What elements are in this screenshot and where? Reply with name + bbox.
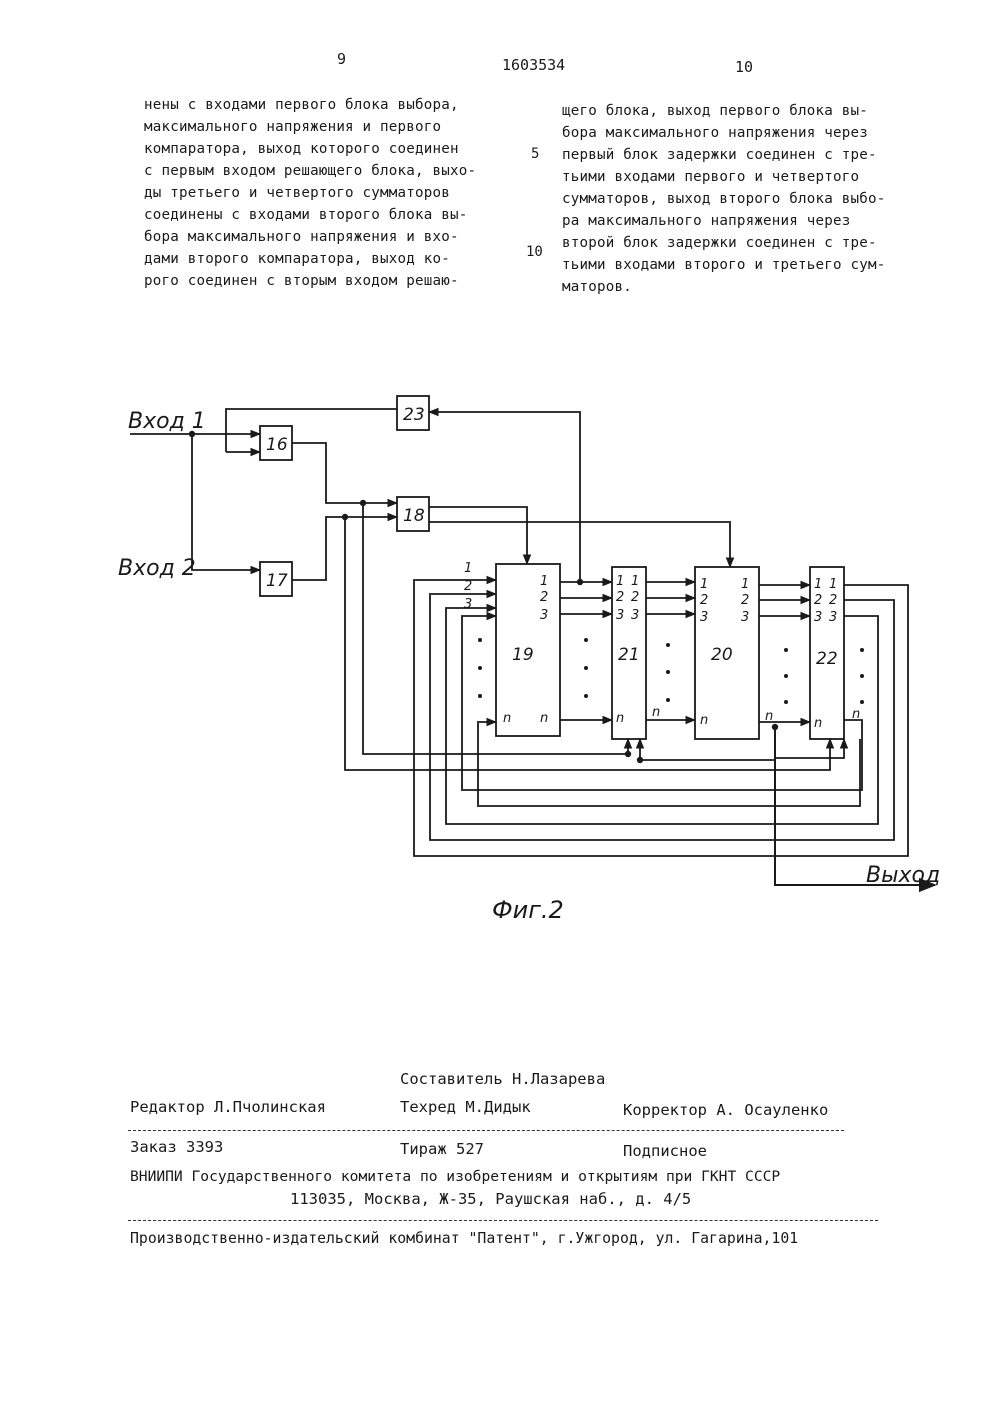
- pin-label: n: [765, 709, 773, 724]
- pin-label: 3: [631, 608, 639, 623]
- pin-label: n: [814, 716, 822, 731]
- pin-label: 1: [540, 574, 548, 589]
- pin-label: 2: [616, 590, 624, 605]
- pin-label: 3: [616, 608, 624, 623]
- output-label: Выход: [866, 863, 940, 888]
- imprint-divider: [128, 1130, 844, 1131]
- pin-label: n: [852, 707, 860, 722]
- pin-label: 1: [464, 561, 472, 576]
- pin-label: n: [540, 711, 548, 726]
- pin-label: n: [503, 711, 511, 726]
- pin-label: 1: [616, 574, 624, 589]
- pin-label: 1: [814, 577, 822, 592]
- block-22-label: 22: [816, 649, 838, 669]
- pin-label: 1: [741, 577, 749, 592]
- order-number: Заказ 3393: [130, 1138, 223, 1156]
- pin-label: 3: [540, 608, 548, 623]
- pin-label: 3: [700, 610, 708, 625]
- pin-label: 1: [631, 574, 639, 589]
- block-19-label: 19: [512, 645, 534, 665]
- subscription-note: Подписное: [623, 1142, 707, 1160]
- circuit-diagram: Вход 1 Вход 2 Выход Фиг.2 16 17 18 19 20…: [0, 0, 1000, 960]
- pin-label: 3: [829, 610, 837, 625]
- block-17-label: 17: [266, 571, 288, 591]
- pin-label: 2: [829, 593, 837, 608]
- pin-label: 1: [829, 577, 837, 592]
- pin-label: 2: [814, 593, 822, 608]
- pin-label: 2: [464, 579, 472, 594]
- pin-label: 3: [464, 597, 472, 612]
- pin-label: 2: [741, 593, 749, 608]
- techred-credit: Техред М.Дидык: [400, 1098, 531, 1116]
- figure-caption: Фиг.2: [492, 896, 564, 924]
- organization-address: 113035, Москва, Ж-35, Раушская наб., д. …: [290, 1190, 691, 1208]
- pin-label: 2: [700, 593, 708, 608]
- editor-credit: Редактор Л.Пчолинская: [130, 1098, 326, 1116]
- input-2-label: Вход 2: [118, 556, 196, 581]
- pin-label: 2: [631, 590, 639, 605]
- corrector-credit: Корректор А. Осауленко: [623, 1101, 828, 1119]
- pin-label: 1: [700, 577, 708, 592]
- pin-label: 3: [741, 610, 749, 625]
- pin-label: n: [616, 711, 624, 726]
- organization-line: ВНИИПИ Государственного комитета по изоб…: [130, 1168, 780, 1185]
- pin-label: 2: [540, 590, 548, 605]
- block-23-label: 23: [403, 405, 425, 425]
- pin-label: n: [652, 705, 660, 720]
- block-20-label: 20: [711, 645, 733, 665]
- block-16-label: 16: [266, 435, 288, 455]
- input-1-label: Вход 1: [128, 409, 206, 434]
- compiler-credit: Составитель Н.Лазарева: [400, 1070, 605, 1088]
- pin-label: 3: [814, 610, 822, 625]
- publisher-divider: [128, 1220, 878, 1221]
- block-21-label: 21: [618, 645, 640, 665]
- pin-label: n: [700, 713, 708, 728]
- block-18-label: 18: [403, 506, 425, 526]
- circulation: Тираж 527: [400, 1140, 484, 1158]
- publisher-line: Производственно-издательский комбинат "П…: [130, 1230, 798, 1247]
